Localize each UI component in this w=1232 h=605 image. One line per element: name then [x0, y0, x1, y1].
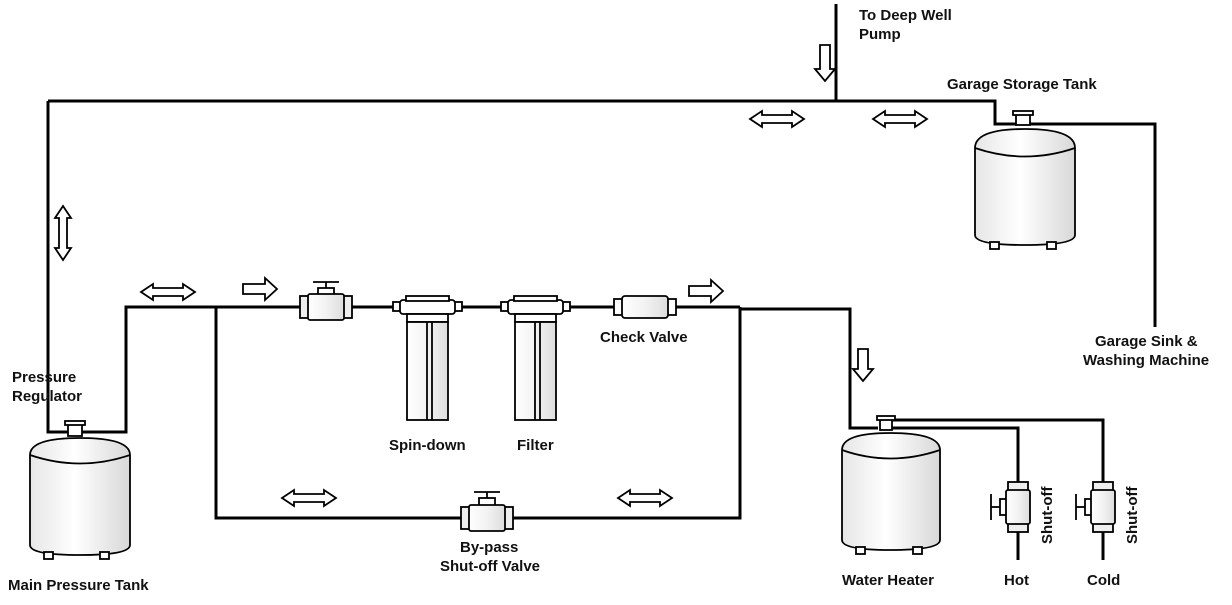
- deep-well-label: To Deep Well: [859, 7, 952, 24]
- spin-down-label: Spin-down: [389, 437, 466, 454]
- double-arrow-icon: [139, 282, 197, 302]
- garage-sink-pipe: [1030, 122, 1157, 327]
- tank-outlet-pipe: [74, 305, 216, 434]
- double-arrow-icon: [280, 488, 338, 508]
- double-arrow-icon: [871, 109, 929, 129]
- double-arrow-icon: [748, 109, 806, 129]
- water-heater: [841, 415, 941, 555]
- bypass-label-line2: Shut-off Valve: [440, 558, 540, 575]
- right-arrow-icon: [688, 277, 725, 305]
- labels: To Deep Well Pump Garage Storage Tank Ga…: [8, 7, 1209, 594]
- filter-shutoff-valve: [299, 281, 353, 321]
- filter-cartridge: [500, 295, 571, 421]
- garage-storage-tank-label: Garage Storage Tank: [947, 76, 1097, 93]
- pressure-regulator-label: Pressure: [12, 369, 76, 386]
- spin-down-filter: [392, 295, 463, 421]
- main-pressure-tank-label: Main Pressure Tank: [8, 577, 149, 594]
- bypass-label: By-pass: [460, 539, 518, 556]
- hot-shutoff-label: Shut-off: [1039, 486, 1056, 544]
- hot-label: Hot: [1004, 572, 1029, 589]
- main-header-pipe: [48, 99, 1030, 126]
- deep-well-label-line2: Pump: [859, 26, 901, 43]
- garage-sink-label: Garage Sink &: [1095, 333, 1198, 350]
- cold-label: Cold: [1087, 572, 1120, 589]
- check-valve: [613, 295, 677, 319]
- garage-sink-label-line2: Washing Machine: [1083, 352, 1209, 369]
- main-pressure-tank: [29, 420, 131, 560]
- double-arrow-icon: [616, 488, 674, 508]
- filter-label: Filter: [517, 437, 554, 454]
- check-valve-label: Check Valve: [600, 329, 688, 346]
- pressure-regulator-label-line2: Regulator: [12, 388, 82, 405]
- right-arrow-icon: [242, 275, 279, 303]
- flow-arrows: [53, 44, 929, 508]
- garage-storage-tank: [974, 110, 1076, 250]
- water-heater-label: Water Heater: [842, 572, 934, 589]
- down-arrow-icon: [851, 348, 875, 383]
- heater-feed-pipe: [740, 307, 878, 430]
- cold-shutoff-label: Shut-off: [1124, 486, 1141, 544]
- bypass-shutoff-valve: [460, 491, 514, 532]
- vertical-double-arrow-icon: [53, 204, 73, 262]
- regulator-riser-pipe: [46, 101, 74, 434]
- cold-shutoff-valve: [1075, 481, 1116, 533]
- down-arrow-icon: [813, 44, 837, 83]
- hot-shutoff-valve: [990, 481, 1031, 533]
